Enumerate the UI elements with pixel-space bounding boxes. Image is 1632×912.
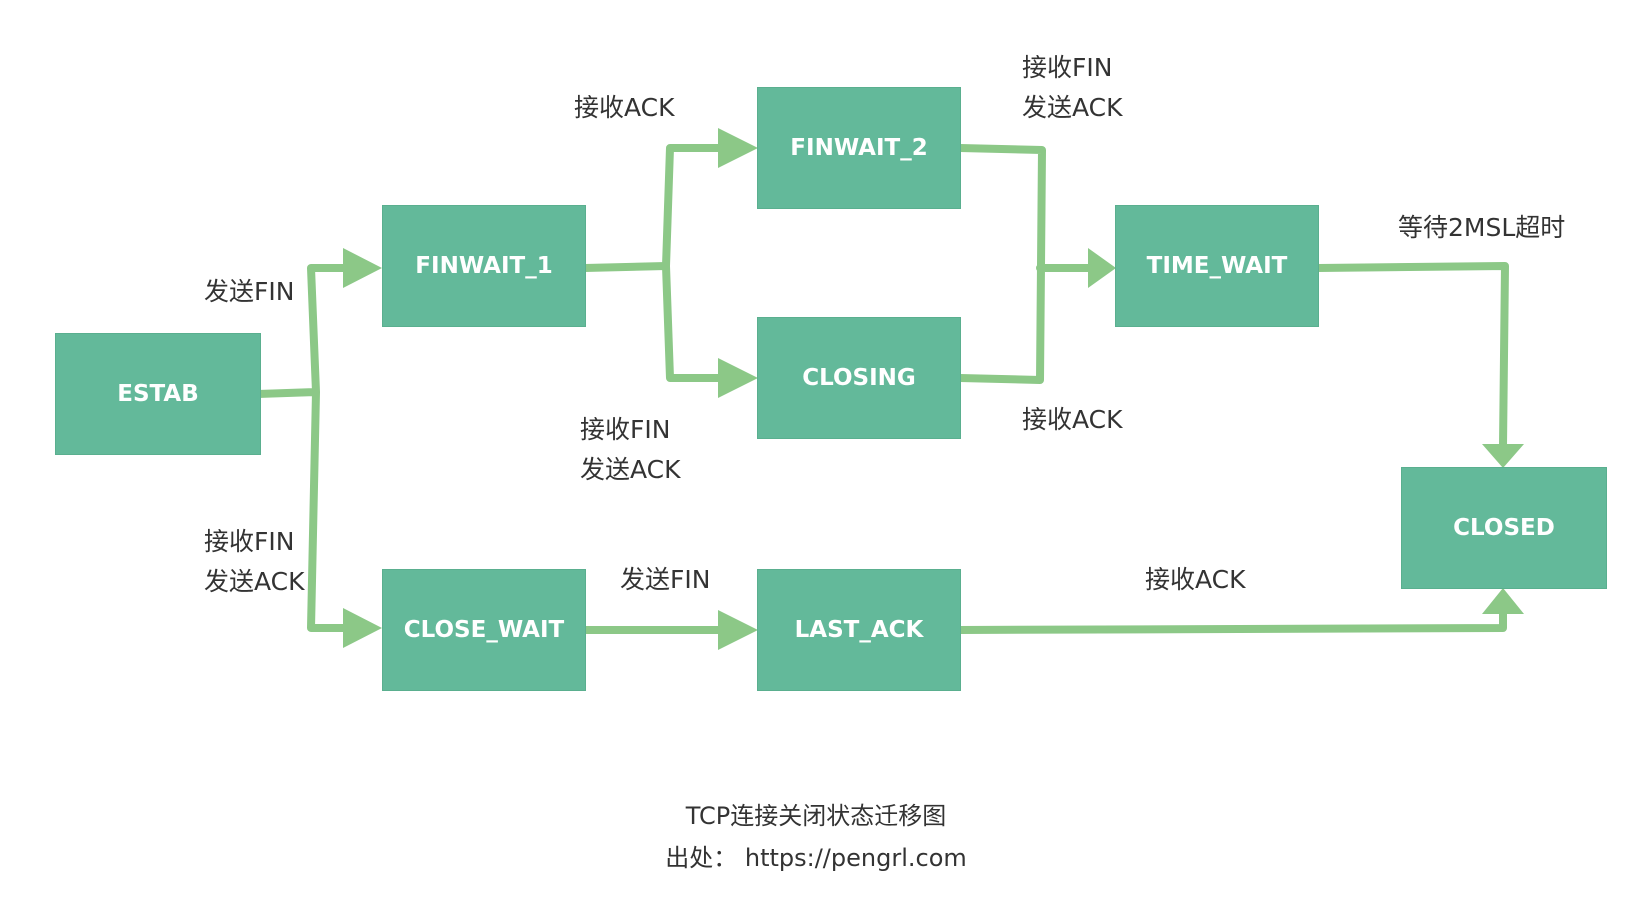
edge-lastack-closed [956, 610, 1507, 634]
label-estab-closewait-line1: 接收FIN [204, 527, 295, 556]
arrowhead-closing [718, 358, 758, 398]
state-finwait1: FINWAIT_1 [383, 206, 585, 326]
edge-estab-split [254, 264, 349, 632]
arrowhead-closewait [343, 608, 382, 648]
edge-merge-timewait [956, 144, 1094, 384]
edge-timewait-closed [1314, 262, 1509, 450]
diagram-source: 出处： https://pengrl.com [665, 844, 967, 872]
arrowhead-lastack [718, 610, 758, 650]
label-closewait-lastack: 发送FIN [620, 565, 711, 594]
state-close-wait: CLOSE_WAIT [383, 570, 585, 690]
state-closed: CLOSED [1402, 468, 1606, 588]
state-finwait2: FINWAIT_2 [758, 88, 960, 208]
label-timewait-closed: 等待2MSL超时 [1398, 213, 1566, 242]
label-finwait1-closing-line1: 接收FIN [580, 415, 671, 444]
arrowhead-closed-bottom [1482, 588, 1524, 614]
arrowhead-timewait [1088, 248, 1116, 288]
state-estab: ESTAB [56, 334, 260, 454]
diagram-title: TCP连接关闭状态迁移图 [685, 802, 947, 830]
label-lastack-closed: 接收ACK [1145, 565, 1246, 594]
edge-finwait1-split [581, 144, 724, 382]
label-finwait2-timewait-line1: 接收FIN [1022, 53, 1113, 82]
label-finwait1-closing-line2: 发送ACK [580, 455, 681, 484]
state-time-wait: TIME_WAIT [1116, 206, 1318, 326]
arrowhead-closed-top [1482, 444, 1524, 468]
state-closing: CLOSING [758, 318, 960, 438]
arrowhead-finwait2 [718, 128, 758, 168]
label-estab-finwait1: 发送FIN [204, 277, 295, 306]
state-last-ack: LAST_ACK [758, 570, 960, 690]
label-finwait1-finwait2: 接收ACK [574, 93, 675, 122]
label-estab-closewait-line2: 发送ACK [204, 567, 305, 596]
arrowhead-finwait1 [343, 248, 382, 288]
label-closing-timewait: 接收ACK [1022, 405, 1123, 434]
label-finwait2-timewait-line2: 发送ACK [1022, 93, 1123, 122]
